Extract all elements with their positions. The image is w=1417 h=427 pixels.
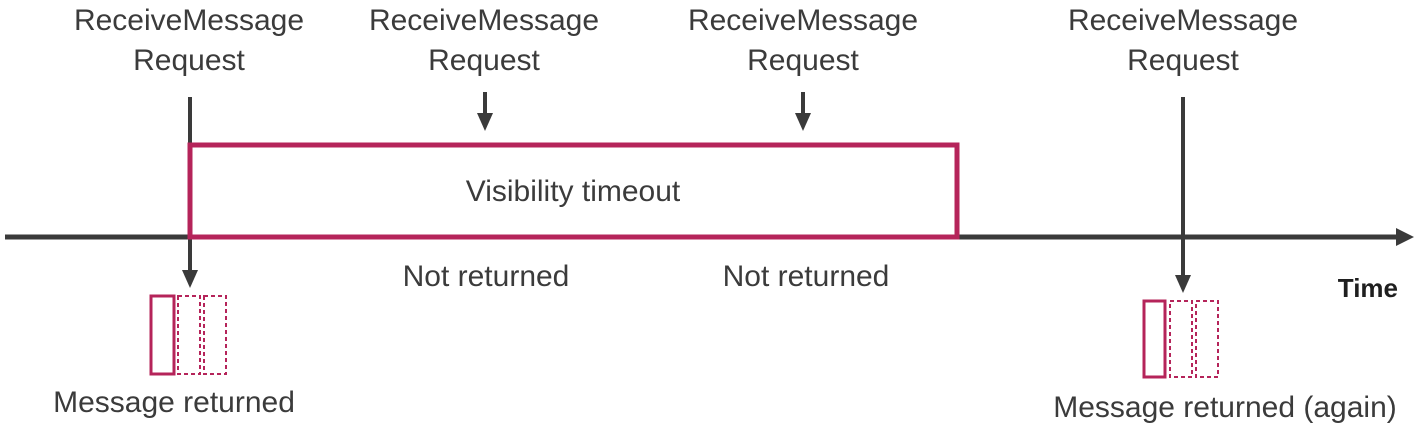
not-returned-label-2: Not returned bbox=[723, 260, 890, 293]
time-axis-label: Time bbox=[1338, 273, 1398, 303]
request-label-2-line2: Request bbox=[428, 44, 540, 77]
not-returned-label-1: Not returned bbox=[403, 260, 570, 293]
request-arrow-2 bbox=[477, 92, 493, 131]
request-label-3-line2: Request bbox=[747, 44, 859, 77]
visibility-timeout-label: Visibility timeout bbox=[466, 175, 681, 208]
message-icon bbox=[149, 294, 227, 376]
request-arrow-4 bbox=[1175, 97, 1191, 293]
request-label-4-line1: ReceiveMessage bbox=[1068, 4, 1298, 37]
visibility-timeout-box bbox=[187, 142, 960, 240]
message-icon-again bbox=[1142, 299, 1219, 379]
request-label-3-line1: ReceiveMessage bbox=[688, 4, 918, 37]
request-label-4-line2: Request bbox=[1127, 44, 1239, 77]
message-returned-label: Message returned bbox=[53, 386, 295, 419]
request-label-2-line1: ReceiveMessage bbox=[369, 4, 599, 37]
request-label-1-line1: ReceiveMessage bbox=[74, 4, 304, 37]
request-label-1-line2: Request bbox=[133, 44, 245, 77]
message-returned-again-label: Message returned (again) bbox=[1053, 391, 1397, 424]
request-arrow-3 bbox=[795, 92, 811, 131]
